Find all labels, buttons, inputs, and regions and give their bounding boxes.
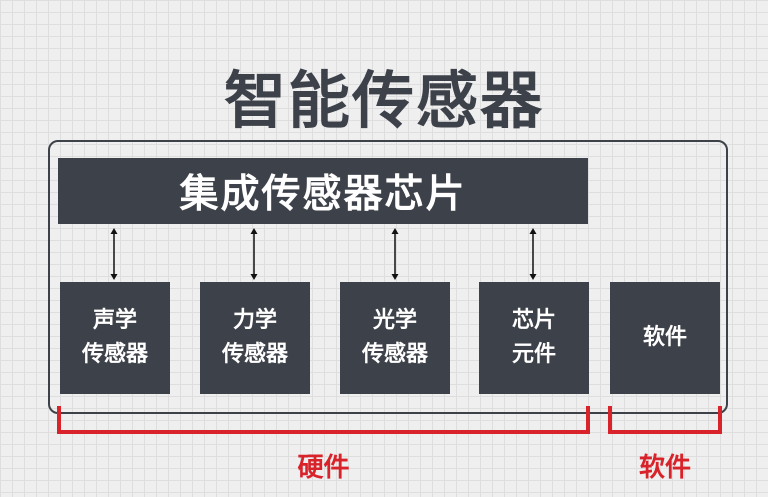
box-line1: 芯片 (511, 308, 556, 333)
software-label: 软件 (638, 453, 691, 483)
box-line1: 声学 (92, 308, 137, 333)
software-box: 软件 (610, 282, 720, 394)
box-line1: 力学 (232, 308, 277, 333)
chip-component-box: 芯片 元件 (479, 282, 589, 394)
arrow-optical (391, 228, 399, 280)
hardware-label: 硬件 (297, 453, 350, 483)
box-line2: 传感器 (361, 342, 428, 367)
acoustic-sensor-box: 声学 传感器 (60, 282, 170, 394)
box-line1: 光学 (372, 308, 417, 333)
integrated-sensor-chip: 集成传感器芯片 (58, 158, 588, 224)
box-line1: 软件 (642, 325, 687, 350)
arrow-chip-component (529, 228, 537, 280)
software-bracket (608, 406, 722, 434)
diagram-title: 智能传感器 (223, 64, 544, 137)
optical-sensor-box: 光学 传感器 (340, 282, 450, 394)
mechanical-sensor-box: 力学 传感器 (200, 282, 310, 394)
box-line2: 传感器 (81, 342, 148, 367)
smart-sensor-frame (48, 140, 728, 414)
arrow-acoustic (110, 228, 118, 280)
arrow-mechanical (250, 228, 258, 280)
box-line2: 传感器 (221, 342, 288, 367)
hardware-bracket (57, 406, 590, 434)
box-line2: 元件 (511, 342, 556, 367)
